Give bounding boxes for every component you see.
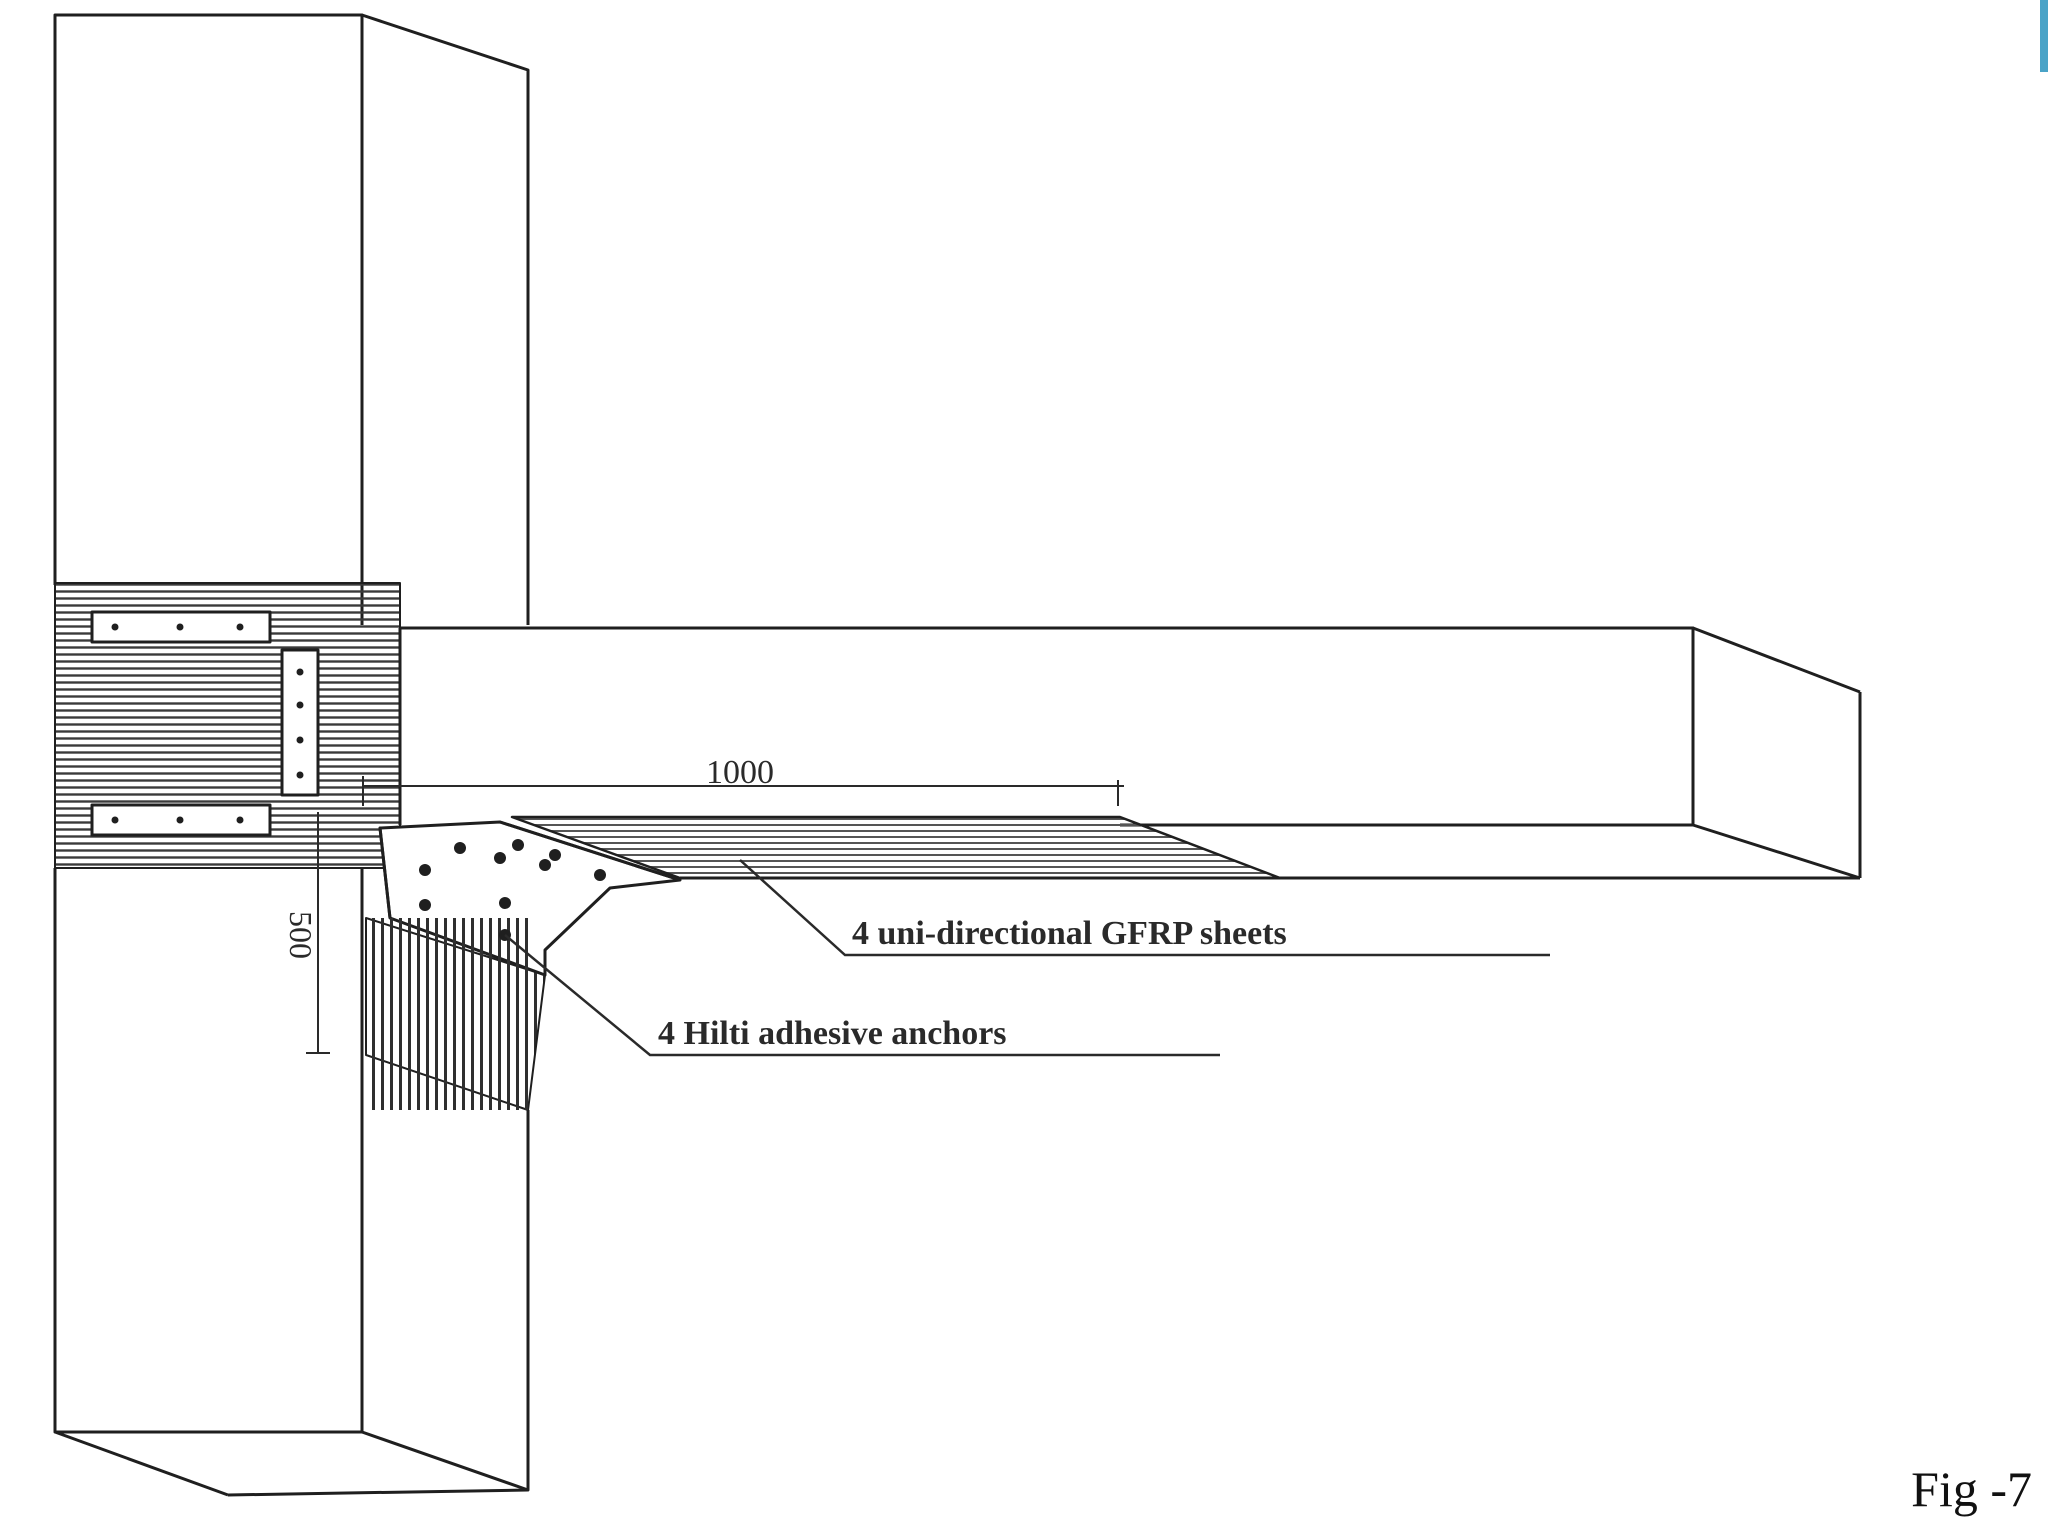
dimension-label-1000: 1000 xyxy=(706,754,774,791)
figure-label: Fig -7 xyxy=(1911,1461,2032,1517)
leader-line-sheets xyxy=(739,859,1550,957)
upper-column xyxy=(53,13,530,625)
dimension-label-500: 500 xyxy=(283,911,319,959)
gfrp-sheet-beam xyxy=(510,815,1282,880)
dimension-line-vertical xyxy=(306,812,330,1054)
plate-bolts xyxy=(111,623,304,824)
dimension-line-horizontal xyxy=(362,776,1124,806)
leader-line-anchors xyxy=(504,934,1220,1057)
callout-hilti-anchors: 4 Hilti adhesive anchors xyxy=(658,1015,1007,1052)
lower-column xyxy=(53,868,530,1497)
gfrp-sheet-column xyxy=(365,917,546,1111)
callout-gfrp-sheets: 4 uni-directional GFRP sheets xyxy=(852,915,1287,952)
edge-accent-bar xyxy=(2040,0,2048,72)
